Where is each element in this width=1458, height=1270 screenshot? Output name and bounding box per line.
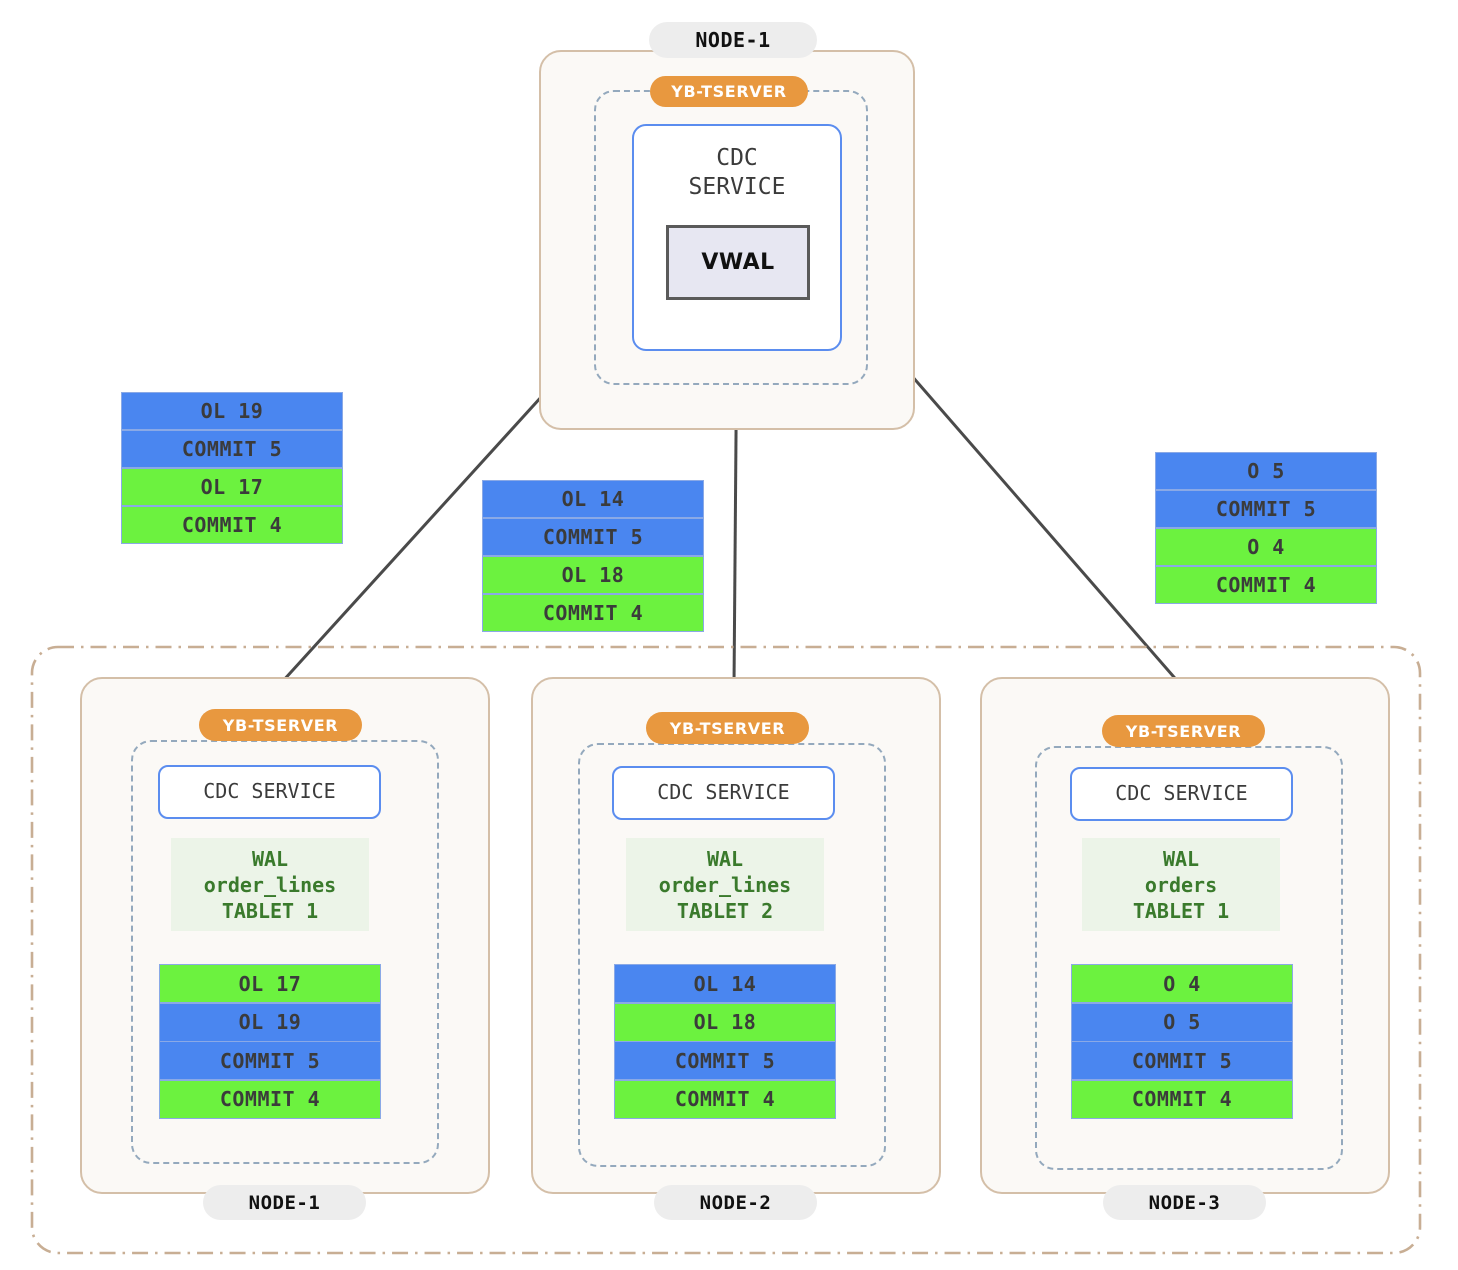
cluster-node-1-record-stack: OL 17 OL 19 COMMIT 5 COMMIT 4 bbox=[159, 964, 381, 1119]
cluster-boundary bbox=[30, 645, 1422, 1255]
cluster-node-3-label: NODE-3 bbox=[1103, 1185, 1266, 1220]
wal-line-3: TABLET 2 bbox=[676, 898, 774, 923]
record-row: O 4 bbox=[1156, 528, 1376, 566]
record-row: COMMIT 5 bbox=[615, 1042, 835, 1080]
record-row: O 4 bbox=[1072, 965, 1292, 1003]
record-row: COMMIT 5 bbox=[160, 1042, 380, 1080]
cluster-node-2-label: NODE-2 bbox=[654, 1185, 817, 1220]
cluster-node-2-tserver-pill: YB-TSERVER bbox=[646, 712, 809, 744]
wal-line-3: TABLET 1 bbox=[221, 898, 319, 923]
wal-line-3: TABLET 1 bbox=[1132, 898, 1230, 923]
cluster-node-2-record-stack: OL 14 OL 18 COMMIT 5 COMMIT 4 bbox=[614, 964, 836, 1119]
cluster-node-3-wal: WAL orders TABLET 1 bbox=[1082, 838, 1280, 931]
record-row: COMMIT 4 bbox=[1072, 1080, 1292, 1118]
cluster-node-2-wal: WAL order_lines TABLET 2 bbox=[626, 838, 824, 931]
top-node-tserver-pill: YB-TSERVER bbox=[650, 76, 808, 107]
record-row: COMMIT 4 bbox=[122, 506, 342, 543]
record-row: OL 19 bbox=[122, 393, 342, 430]
wal-line-1: WAL bbox=[1162, 846, 1200, 871]
cluster-node-3-tserver-pill: YB-TSERVER bbox=[1102, 715, 1265, 747]
cluster-node-1-tserver-pill: YB-TSERVER bbox=[199, 709, 362, 741]
cluster-node-3-cdc-service: CDC SERVICE bbox=[1070, 767, 1293, 821]
record-row: O 5 bbox=[1072, 1003, 1292, 1041]
record-row: OL 18 bbox=[483, 556, 703, 594]
record-row: COMMIT 5 bbox=[122, 430, 342, 468]
record-row: OL 14 bbox=[483, 481, 703, 518]
record-row: OL 14 bbox=[615, 965, 835, 1003]
record-row: O 5 bbox=[1156, 453, 1376, 490]
cluster-node-3-tserver-boundary bbox=[1035, 746, 1343, 1170]
wal-line-1: WAL bbox=[251, 846, 289, 871]
record-row: OL 18 bbox=[615, 1003, 835, 1041]
record-row: COMMIT 4 bbox=[1156, 566, 1376, 603]
record-row: OL 17 bbox=[160, 965, 380, 1003]
floating-stack-middle: OL 14 COMMIT 5 OL 18 COMMIT 4 bbox=[482, 480, 704, 632]
wal-line-2: orders bbox=[1144, 872, 1218, 897]
cluster-node-1-wal: WAL order_lines TABLET 1 bbox=[171, 838, 369, 931]
wal-line-2: order_lines bbox=[658, 872, 792, 897]
cluster-node-2-cdc-service: CDC SERVICE bbox=[612, 766, 835, 820]
record-row: COMMIT 5 bbox=[1072, 1042, 1292, 1080]
floating-stack-right: O 5 COMMIT 5 O 4 COMMIT 4 bbox=[1155, 452, 1377, 604]
record-row: COMMIT 4 bbox=[615, 1080, 835, 1118]
wal-line-1: WAL bbox=[706, 846, 744, 871]
wal-line-2: order_lines bbox=[203, 872, 337, 897]
record-row: COMMIT 5 bbox=[1156, 490, 1376, 528]
floating-stack-left: OL 19 COMMIT 5 OL 17 COMMIT 4 bbox=[121, 392, 343, 544]
vwal-box: VWAL bbox=[666, 225, 810, 300]
cluster-node-1-tserver-boundary bbox=[131, 740, 439, 1164]
cluster-node-1-label: NODE-1 bbox=[203, 1185, 366, 1220]
record-row: OL 17 bbox=[122, 468, 342, 506]
cluster-node-1-cdc-service: CDC SERVICE bbox=[158, 765, 381, 819]
cluster-node-3-record-stack: O 4 O 5 COMMIT 5 COMMIT 4 bbox=[1071, 964, 1293, 1119]
top-node-label: NODE-1 bbox=[649, 22, 817, 58]
record-row: COMMIT 4 bbox=[160, 1080, 380, 1118]
record-row: COMMIT 4 bbox=[483, 594, 703, 631]
record-row: COMMIT 5 bbox=[483, 518, 703, 556]
record-row: OL 19 bbox=[160, 1003, 380, 1041]
cluster-node-2-tserver-boundary bbox=[578, 743, 886, 1167]
